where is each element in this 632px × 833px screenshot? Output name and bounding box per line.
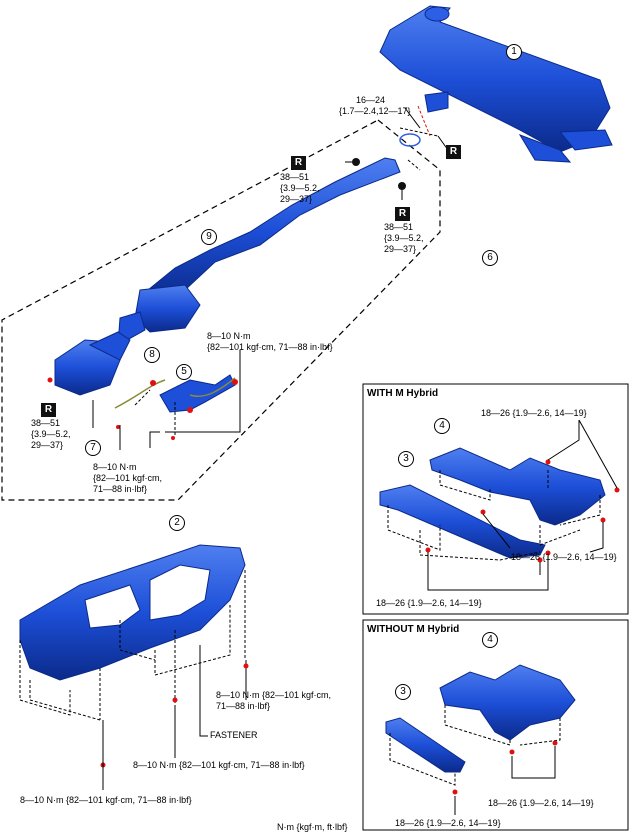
replace-badge-gasket: R: [446, 145, 461, 159]
callout-3-without: 3: [395, 684, 411, 700]
torque-nut-a-line2: {3.9—5.2,: [280, 183, 320, 193]
bracket-shape: [47, 374, 238, 440]
replace-badge-nut-c: R: [41, 403, 56, 417]
torque-nut-c-line3: 29—37}: [31, 440, 64, 450]
torque-sensor-lower-line3: 71—88 in·lbf}: [93, 484, 148, 494]
torque-nut-c-line2: {3.9—5.2,: [31, 429, 71, 439]
torque-with-top: 18—26 {1.9—2.6, 14—19}: [481, 408, 587, 418]
torque-gasket-line2: {1.7—2.4,12—17}: [339, 106, 411, 116]
callout-8: 8: [144, 347, 160, 363]
callout-1: 1: [506, 44, 522, 60]
section-boundary-6: [1, 119, 441, 501]
callout-4-with: 4: [434, 418, 450, 434]
torque-with-bottom: 18—26 {1.9—2.6, 14—19}: [376, 598, 482, 608]
torque-without-bottom: 18—26 {1.9—2.6, 14—19}: [395, 818, 501, 828]
callout-4-without: 4: [482, 632, 498, 648]
torque-cover-right-line1: 8—10 N·m {82—101 kgf·cm,: [216, 690, 332, 700]
torque-nut-b-line1: 38—51: [384, 222, 414, 232]
fastener-label: FASTENER: [210, 730, 258, 740]
torque-nut-b-line2: {3.9—5.2,: [384, 233, 424, 243]
replace-badge-nut-a: R: [291, 156, 306, 170]
torque-sensor-upper-line2: {82—101 kgf·cm, 71—88 in·lbf}: [207, 342, 333, 352]
replace-badge-nut-b: R: [395, 207, 410, 221]
torque-gasket-line1: 16—24: [356, 95, 386, 105]
with-m-hybrid-panel: [362, 383, 629, 615]
torque-sensor-lower-line1: 8—10 N·m: [93, 462, 137, 472]
torque-nut-a-line3: 29—37}: [280, 194, 313, 204]
callout-5: 5: [176, 364, 192, 380]
torque-cover-mid: 8—10 N·m {82—101 kgf·cm, 71—88 in·lbf}: [133, 760, 305, 770]
without-member-3-shape: [385, 717, 466, 773]
callout-2: 2: [169, 515, 185, 531]
without-m-hybrid-title: WITHOUT M Hybrid: [367, 624, 460, 635]
gasket-shape: [399, 133, 421, 147]
units-note: N·m {kgf·m, ft·lbf}: [277, 822, 348, 832]
front-pipe-shape: [117, 157, 401, 346]
main-silencer-shape: [379, 5, 613, 163]
callout-6: 6: [482, 250, 498, 266]
torque-without-mid: 18—26 {1.9—2.6, 14—19}: [488, 798, 594, 808]
torque-nut-c-line1: 38—51: [31, 418, 61, 428]
callout-3-with: 3: [398, 451, 414, 467]
catalytic-converter-shape: [54, 331, 131, 396]
without-member-4-shape: [439, 664, 576, 741]
under-cover-shape: [19, 544, 246, 681]
torque-cover-bottom: 8—10 N·m {82—101 kgf·cm, 71—88 in·lbf}: [20, 795, 192, 805]
torque-cover-right-line2: 71—88 in·lbf}: [216, 701, 271, 711]
callout-7: 7: [85, 440, 101, 456]
torque-sensor-upper-line1: 8—10 N·m: [207, 331, 251, 341]
torque-with-mid: 18—26 {1.9—2.6, 14—19}: [511, 552, 617, 562]
torque-nut-b-line3: 29—37}: [384, 244, 417, 254]
with-member-4-shape: [429, 447, 606, 526]
without-m-hybrid-panel: [362, 619, 629, 831]
callout-9: 9: [201, 229, 217, 245]
torque-sensor-lower-line2: {82—101 kgf·cm,: [93, 473, 163, 483]
with-m-hybrid-title: WITH M Hybrid: [367, 388, 439, 399]
torque-nut-a-line1: 38—51: [280, 172, 310, 182]
